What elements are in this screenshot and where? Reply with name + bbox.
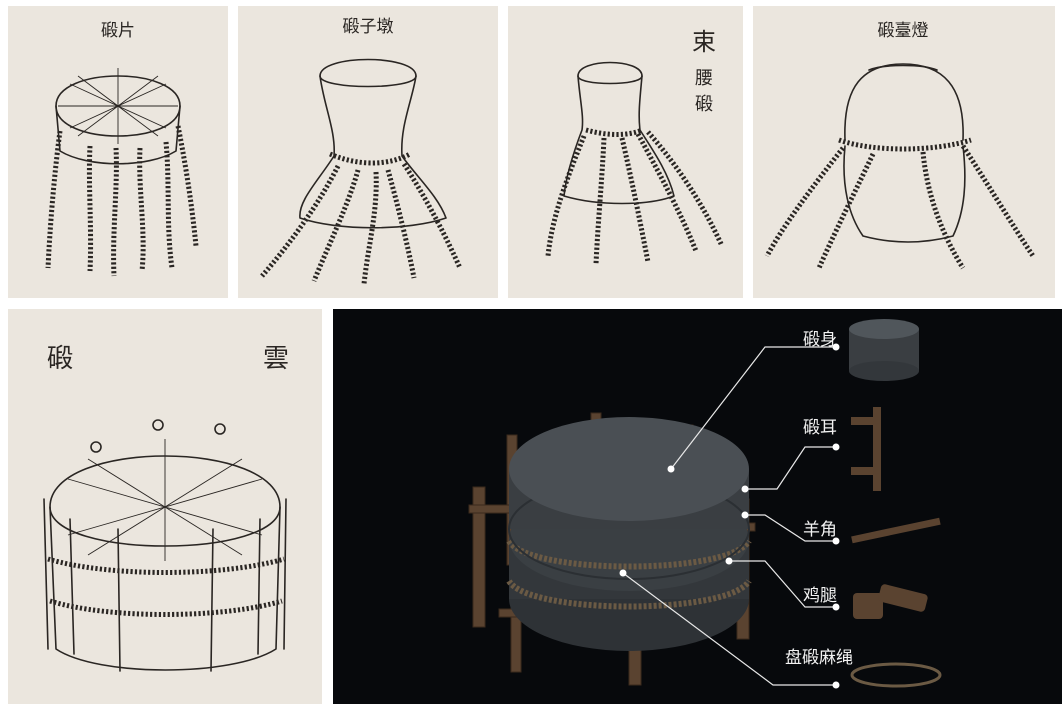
shu-yao-duan-title-char-1: 束 — [692, 28, 716, 56]
callout-duan-shen: 碫身 — [803, 325, 837, 350]
callout-pan-duan-ma-sheng: 盘碫麻绳 — [785, 643, 853, 668]
illustration-duan-zi-dun: 碫子墩 — [238, 6, 498, 298]
duan-tai-deng-drawing: 碫臺燈 — [753, 6, 1055, 298]
model-render-panel: 碫身 碫耳 羊角 鸡腿 盘碫麻绳 — [333, 309, 1062, 704]
shu-yao-duan-title-char-3: 碫 — [695, 94, 713, 115]
illustration-shu-yao-duan: 束 腰 碫 — [508, 6, 743, 298]
yun-duan-title-right: 雲 — [263, 344, 289, 374]
shu-yao-duan-drawing: 束 腰 碫 — [508, 6, 743, 298]
callout-duan-er: 碫耳 — [803, 413, 837, 438]
duan-pian-title: 碫片 — [101, 21, 135, 41]
model-render — [333, 309, 1062, 704]
illustration-duan-tai-deng: 碫臺燈 — [753, 6, 1055, 298]
callout-ji-tui: 鸡腿 — [803, 581, 837, 606]
shu-yao-duan-title: 束 腰 碫 — [692, 28, 716, 115]
duan-pian-drawing: 碫片 — [8, 6, 228, 298]
illustration-duan-pian: 碫片 — [8, 6, 228, 298]
shu-yao-duan-title-char-2: 腰 — [695, 68, 713, 89]
callout-yang-jiao: 羊角 — [803, 515, 837, 540]
yun-duan-title-left: 碫 — [47, 344, 73, 374]
yun-duan-drawing: 碫 雲 — [8, 309, 322, 704]
duan-zi-dun-drawing: 碫子墩 — [238, 6, 498, 298]
duan-zi-dun-title: 碫子墩 — [343, 17, 394, 37]
duan-tai-deng-title: 碫臺燈 — [878, 21, 929, 41]
part-duan-shen — [849, 319, 919, 381]
illustration-yun-duan: 碫 雲 — [8, 309, 322, 704]
